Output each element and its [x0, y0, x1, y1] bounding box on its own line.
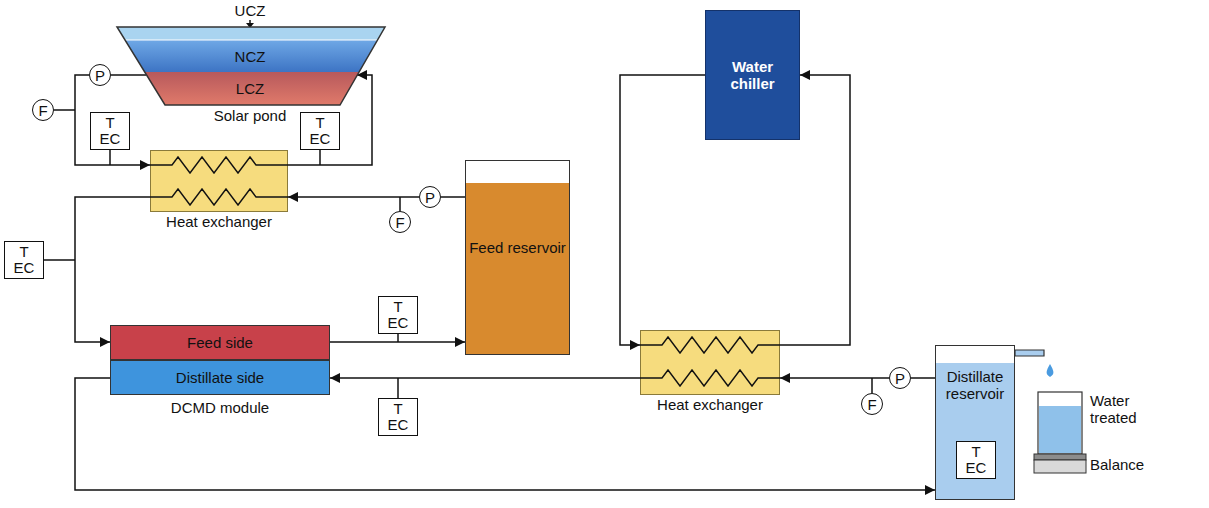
coil-drawing [640, 330, 780, 395]
vessel-label: Distillate reservoir [939, 368, 1011, 402]
sensor-label: T EC [12, 244, 36, 276]
sensor-label: T EC [964, 444, 988, 476]
vessel-label: Feed reservoir [469, 239, 566, 256]
feed-reservoir: Feed reservoir [465, 160, 570, 355]
text-holder: Heat exchanger [121, 213, 317, 230]
coil-drawing [150, 150, 288, 212]
sensor-stem [871, 378, 873, 393]
pump-symbol: P [419, 186, 441, 208]
membrane-module: DCMD moduleFeed sideDistillate side [110, 325, 330, 395]
balance-plate [1034, 454, 1086, 460]
text-holder: LCZ [110, 80, 390, 97]
instrument-label: Balance [1090, 456, 1160, 473]
caption-label: Heat exchanger [611, 396, 809, 413]
distillate-reservoir: Distillate reservoir T EC [935, 345, 1015, 500]
pipe-connector [111, 74, 146, 76]
distillate-channel: Distillate side [110, 360, 330, 395]
coil-line [150, 189, 288, 205]
sensor-box: T EC [378, 398, 418, 436]
zone-label: NCZ [110, 48, 390, 65]
text-holder: DCMD module [110, 399, 330, 416]
pump-symbol: P [89, 64, 111, 86]
sensor-label: T EC [386, 299, 410, 331]
symbol-letter: P [95, 67, 105, 84]
balance-base [1034, 460, 1086, 473]
box-label: Feed side [187, 334, 253, 351]
sensor-box: T EC [956, 441, 996, 479]
coil-line [640, 337, 780, 353]
heat-exchanger: Heat exchanger [150, 150, 288, 212]
water-drop [1047, 364, 1054, 377]
sensor-box: T EC [90, 112, 130, 150]
text-holder: Feed reservoir [469, 239, 566, 256]
sensor-box: T EC [300, 112, 340, 150]
heat-exchanger: Heat exchanger [640, 330, 780, 395]
text-holder: Heat exchanger [611, 396, 809, 413]
text-holder: Distillate reservoir [939, 368, 1011, 402]
zone-label: UCZ [110, 2, 390, 19]
coil-line [640, 370, 780, 386]
sensor-stem [397, 334, 399, 342]
symbol-letter: P [895, 370, 905, 387]
pipe-connector [330, 341, 465, 343]
symbol-letter: F [867, 396, 876, 413]
pipe-connector [780, 377, 889, 379]
flow-meter: F [389, 211, 411, 233]
text-holder: NCZ [110, 48, 390, 65]
sensor-label: T EC [98, 115, 122, 147]
pipe-connector [75, 197, 150, 342]
pipe-connector [441, 196, 465, 198]
solar-pond: UCZ NCZ LCZ Solar pond [110, 2, 390, 126]
flow-meter: F [32, 99, 54, 121]
sensor-stem [109, 150, 111, 165]
sensor-label: T EC [386, 401, 410, 433]
caption-label: Heat exchanger [121, 213, 317, 230]
feed-channel: Feed side [110, 325, 330, 360]
pipe-connector [330, 377, 640, 379]
flow-meter: F [861, 393, 883, 415]
pipe-connector [620, 75, 705, 345]
sensor-stem [397, 378, 399, 398]
pipe-connector [911, 377, 935, 379]
text-holder: Solar pond [110, 107, 390, 124]
pipe-connector [75, 75, 150, 165]
sensor-stem [44, 259, 75, 261]
text-holder: UCZ [110, 2, 390, 19]
symbol-letter: F [395, 214, 404, 231]
symbol-letter: F [38, 102, 47, 119]
product-label: Water treated [1090, 392, 1154, 426]
sensor-box: T EC [378, 296, 418, 334]
sensor-box: T EC [4, 241, 44, 279]
sensor-label: T EC [308, 115, 332, 147]
coil-line [150, 157, 288, 173]
caption-label: Solar pond [110, 107, 390, 124]
water-chiller: Water chiller [705, 10, 800, 140]
collection-beaker [1038, 392, 1082, 454]
box-label: Distillate side [176, 369, 264, 386]
beaker-water [1039, 406, 1081, 453]
pipe-connector [288, 196, 419, 198]
box-label: Water chiller [710, 58, 795, 92]
sensor-stem [54, 109, 75, 111]
sensor-stem [399, 197, 401, 211]
overflow-spout [1015, 350, 1044, 356]
symbol-letter: P [425, 189, 435, 206]
caption-label: DCMD module [110, 399, 330, 416]
pump-symbol: P [889, 367, 911, 389]
sensor-stem [319, 150, 321, 165]
zone-label: LCZ [110, 80, 390, 97]
